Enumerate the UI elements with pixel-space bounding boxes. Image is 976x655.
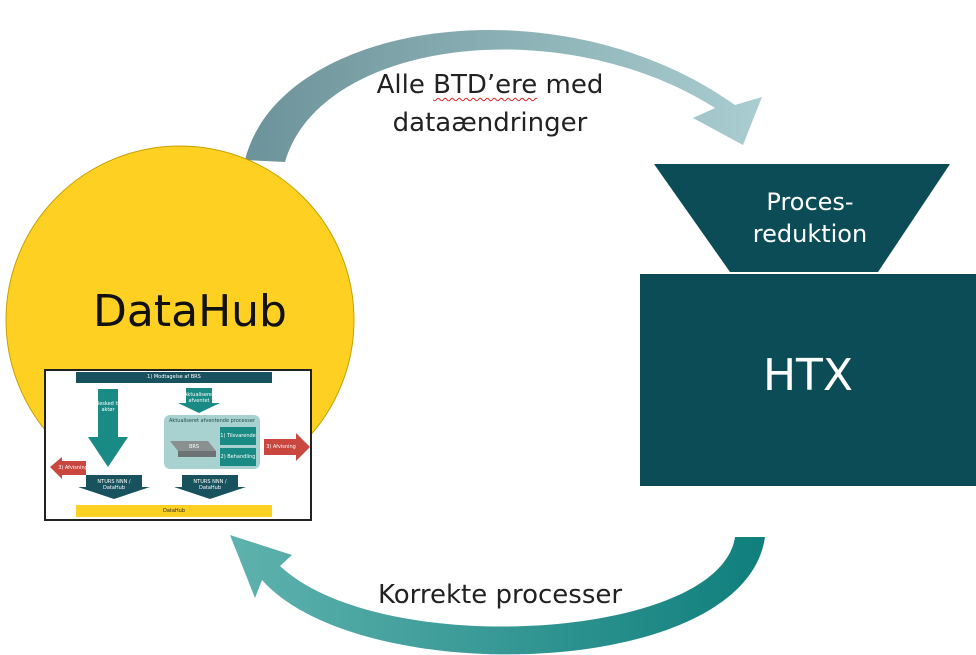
thumb-bottom2-label: NTURS NNN / DataHub (193, 479, 227, 491)
thumb-down2-label: Aktualiseret afventet (184, 392, 214, 404)
thumb-box-1 (220, 427, 256, 445)
process-reduction-funnel (654, 164, 950, 272)
bottom-flow-label: Korrekte processer (377, 580, 623, 610)
bottom-flow-arrow (230, 535, 765, 655)
thumb-box-2 (220, 448, 256, 466)
thumb-bottom1-label: NTURS NNN / DataHub (97, 479, 131, 491)
thumb-center-label: Aktualiseret afventende processer (169, 418, 255, 424)
top-flow-label: Alle BTD’ere med dataændringer (376, 70, 604, 138)
htx-title: HTX (762, 350, 854, 401)
thumb-left-down-arrow (88, 389, 128, 467)
funnel-label: Proces- reduktion (752, 188, 868, 248)
thumb-box-2-label: 2) Behandling (220, 454, 256, 460)
thumb-center-down-arrow (178, 388, 220, 413)
thumb-header-bar (76, 372, 272, 383)
thumb-header-text: 1) Modtagelse af BRS (147, 374, 201, 380)
htx-block (640, 274, 976, 486)
thumb-footer-text: DataHub (162, 508, 186, 514)
thumb-bottom-arrow-1 (78, 475, 150, 499)
process-slide-thumbnail: 1) Modtagelse af BRS DataHub Aktualisere… (44, 369, 312, 521)
thumb-footer-bar (76, 505, 272, 517)
thumb-left-red-arrow (50, 457, 86, 479)
top-flow-arrow (245, 29, 762, 162)
thumb-grey-block (170, 441, 216, 451)
thumb-right-arrow-label: 3) Afvisning (266, 444, 296, 450)
thumb-box-1-label: 1) Tilsvarende (220, 433, 256, 439)
datahub-title: DataHub (93, 286, 287, 337)
thumb-grey-block-side (178, 451, 216, 457)
thumb-right-red-arrow (264, 433, 310, 461)
thumb-down1-label: Besked til aktør (95, 401, 121, 413)
thumb-left-arrow-label: 3) Afvisning (58, 465, 88, 471)
thumb-bottom-arrow-2 (174, 475, 246, 499)
thumb-block-label: BRS (188, 444, 200, 450)
